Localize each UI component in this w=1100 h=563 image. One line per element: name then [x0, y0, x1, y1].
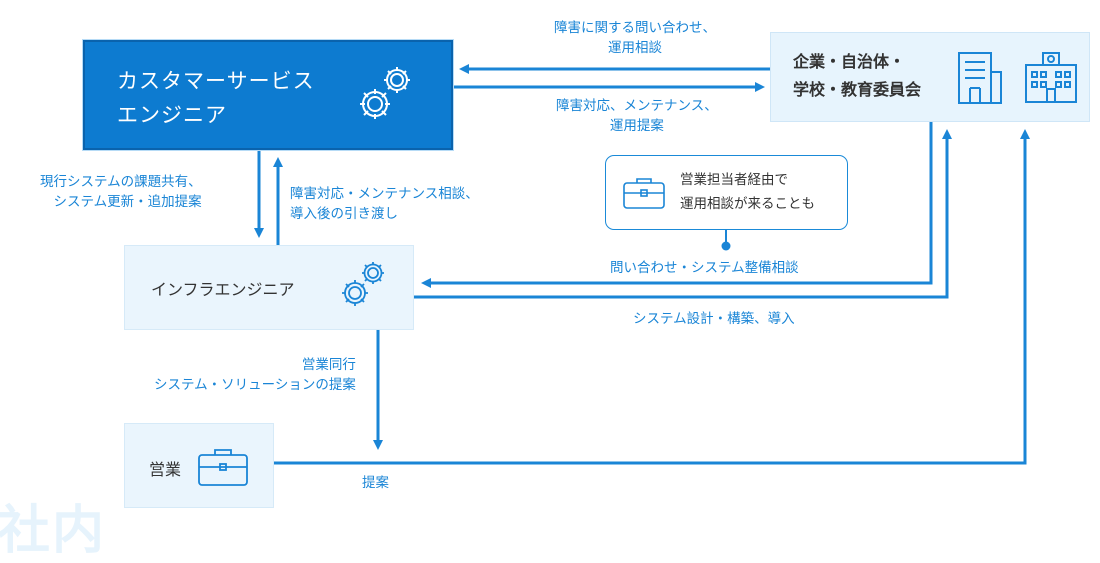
building-icon — [958, 52, 1002, 104]
label-client-to-infra: 問い合わせ・システム整備相談 — [610, 260, 799, 276]
connector-layer — [254, 64, 1030, 465]
label-infra-to-cs: 障害対応・メンテナンス相談、 導入後の引き渡し — [290, 186, 479, 222]
callout-sales-route: 営業担当者経由で 運用相談が来ることも — [605, 155, 848, 230]
node-title: 営業 — [149, 460, 182, 479]
node-customer-service-engineer: カスタマーサービス エンジニア — [83, 40, 453, 150]
arrow-sales-to-client — [274, 129, 1030, 465]
label-cs-to-infra: 現行システムの課題共有、 システム更新・追加提案 — [40, 174, 202, 210]
label-client-to-cs: 障害に関する問い合わせ、 運用相談 — [554, 20, 716, 56]
arrow-infra-to-client — [414, 129, 952, 299]
school-icon — [1025, 52, 1077, 103]
node-infra-engineer: インフラエンジニア — [124, 245, 414, 330]
label-infra-to-sales: 営業同行 システム・ソリューションの提案 — [154, 357, 356, 393]
label-infra-to-client: システム設計・構築、導入 — [633, 311, 795, 327]
briefcase-icon — [198, 449, 248, 486]
briefcase-icon — [623, 178, 665, 209]
label-cs-to-client: 障害対応、メンテナンス、 運用提案 — [556, 98, 718, 134]
node-sales: 営業 — [124, 423, 274, 508]
node-title: カスタマーサービス エンジニア — [117, 69, 315, 127]
gears-icon — [342, 262, 384, 306]
node-client: 企業・自治体・ 学校・教育委員会 — [770, 32, 1090, 122]
node-title: インフラエンジニア — [151, 280, 295, 299]
arrow-client-to-infra — [421, 122, 933, 288]
callout-dot — [721, 241, 731, 251]
label-sales-to-client: 提案 — [362, 475, 389, 491]
gears-icon — [360, 67, 410, 119]
node-title: 企業・自治体・ 学校・教育委員会 — [793, 52, 922, 99]
callout-text: 営業担当者経由で 運用相談が来ることも — [680, 172, 815, 212]
